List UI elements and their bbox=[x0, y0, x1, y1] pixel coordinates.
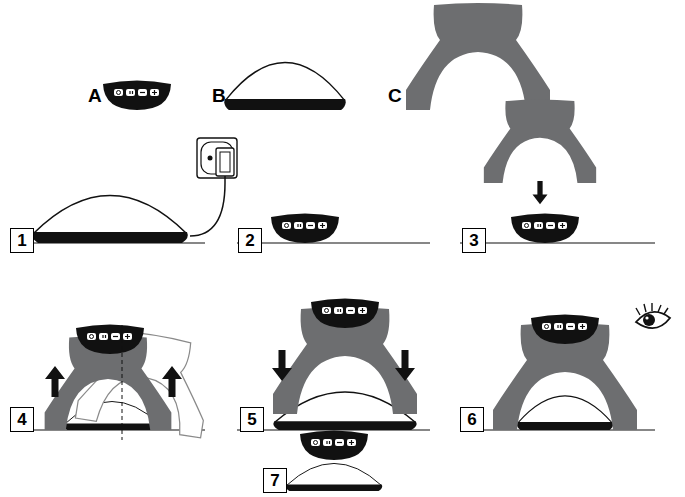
step-number: 6 bbox=[467, 411, 476, 428]
step-number: 1 bbox=[17, 232, 26, 249]
part-letter: B bbox=[212, 86, 226, 105]
step-2-figure bbox=[237, 214, 430, 244]
base-part bbox=[224, 63, 345, 111]
step-number-box: 1 bbox=[10, 228, 34, 253]
speaker-part bbox=[103, 81, 171, 111]
step-number-box: 7 bbox=[263, 468, 287, 493]
stand-part bbox=[406, 3, 550, 110]
part-letter: C bbox=[388, 86, 402, 105]
step-3-figure bbox=[460, 100, 655, 243]
step-number-box: 3 bbox=[462, 228, 486, 253]
step-number-box: 5 bbox=[240, 407, 264, 432]
step-number-box: 2 bbox=[238, 228, 262, 253]
eye-symbol bbox=[636, 303, 670, 328]
step-1-figure bbox=[10, 138, 237, 243]
step-number: 7 bbox=[270, 472, 279, 489]
step-4-figure bbox=[10, 325, 215, 441]
step-number-box: 6 bbox=[460, 407, 484, 432]
step-number: 5 bbox=[247, 411, 256, 428]
step-number: 3 bbox=[469, 232, 478, 249]
step-6-figure bbox=[460, 303, 670, 430]
step-number: 4 bbox=[17, 411, 26, 428]
step-5-figure bbox=[237, 299, 430, 431]
step-number-box: 4 bbox=[10, 407, 34, 432]
step-7-figure bbox=[286, 431, 382, 492]
part-letter: A bbox=[88, 86, 102, 105]
step-number: 2 bbox=[245, 232, 254, 249]
